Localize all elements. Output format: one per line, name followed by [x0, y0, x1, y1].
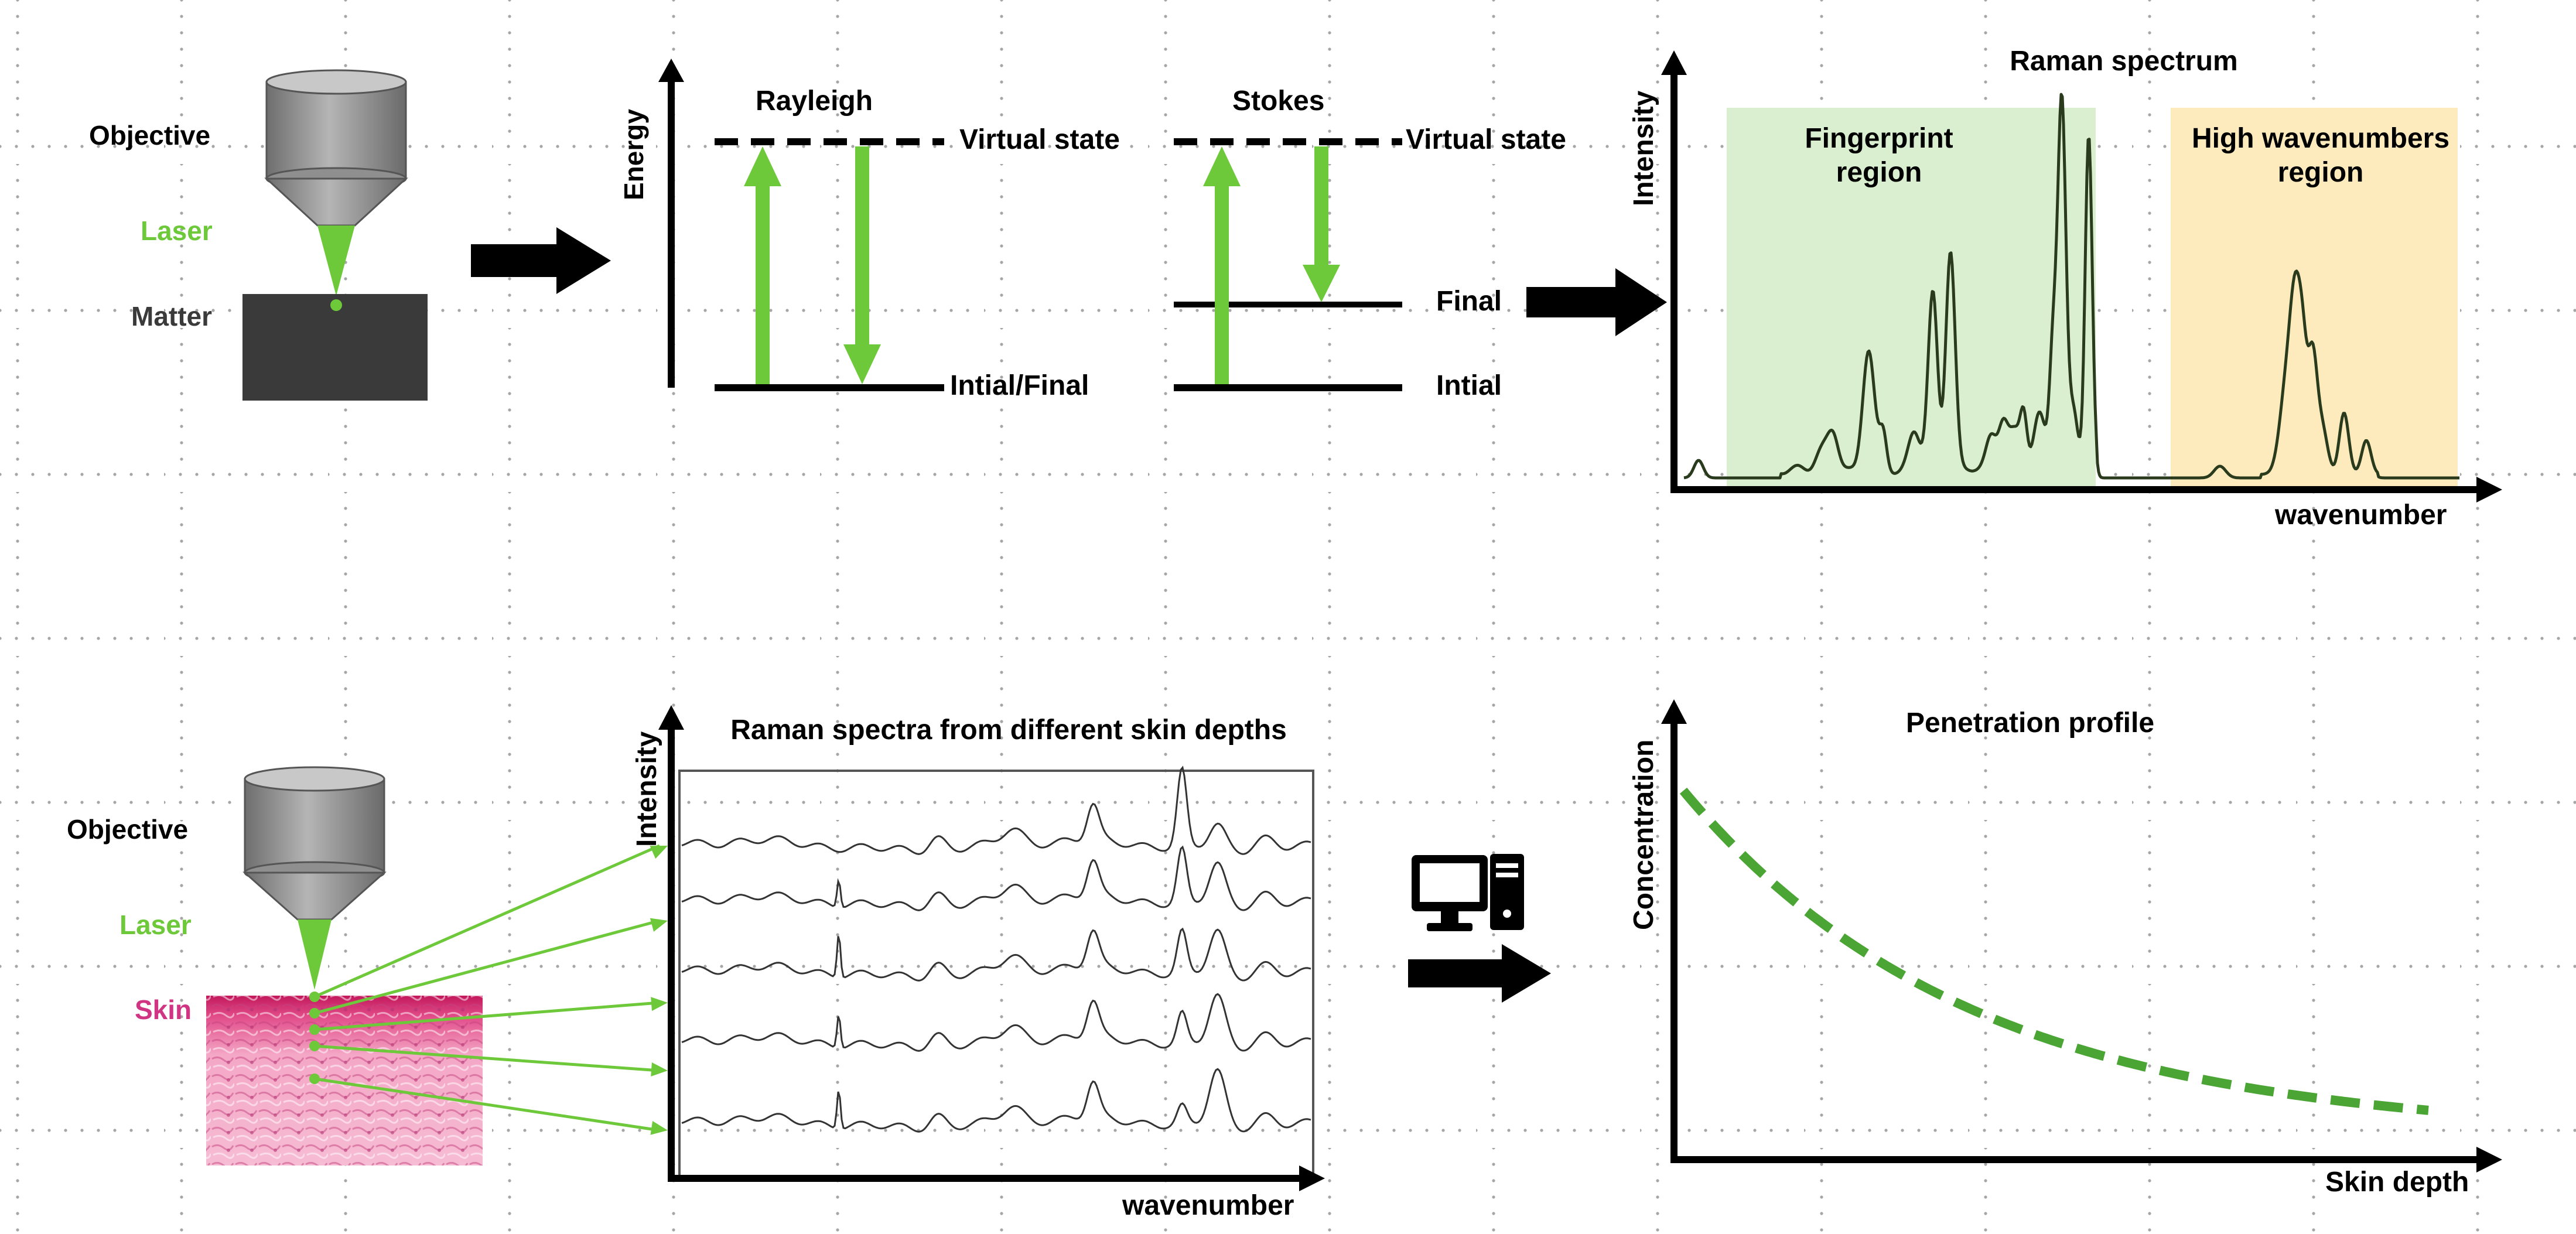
- flow-arrow: [471, 227, 611, 294]
- depth-spectra-traces: [681, 765, 1311, 1133]
- depth-arrow-head: [651, 1062, 668, 1076]
- depth-x-label: wavenumber: [1122, 1190, 1294, 1221]
- penetration-title: Penetration profile: [1906, 707, 2154, 739]
- rayleigh-up-arrow: [744, 146, 781, 384]
- concentration-curve: [1679, 787, 2429, 1115]
- high-wavenumber-region: [2171, 108, 2458, 488]
- stokes-up-arrow: [1203, 146, 1241, 384]
- stokes-initial-label: Intial: [1436, 370, 1502, 401]
- stokes-title: Stokes: [1232, 86, 1324, 117]
- flow-arrow: [1526, 268, 1667, 336]
- laser-label: Laser: [119, 910, 192, 940]
- depth-arrow: [314, 1077, 660, 1132]
- energy-axis-label: Energy: [619, 109, 649, 200]
- depth-spectrum-trace: [681, 993, 1311, 1052]
- depth-spectrum-trace: [681, 845, 1311, 911]
- fingerprint-label-line1: Fingerprint: [1805, 123, 1953, 154]
- profile-x-label: Skin depth: [2325, 1167, 2469, 1198]
- depth-arrow-head: [651, 997, 668, 1011]
- computer-icon: [1412, 854, 1524, 931]
- stokes-down-arrow: [1303, 146, 1340, 302]
- energy-diagram: Energy Rayleigh Virtual state Intial/Fin…: [619, 59, 1566, 401]
- bottom-objective-setup: Objective Laser Skin: [67, 766, 668, 1165]
- top-objective-setup: Objective Laser Matter: [89, 69, 428, 401]
- depth-spectra-title: Raman spectra from different skin depths: [730, 715, 1287, 746]
- raman-spectrum-trace: [1683, 93, 2460, 480]
- objective-lens-icon: [264, 69, 408, 227]
- depth-arrow-head: [650, 918, 668, 932]
- depth-spectrum-trace: [681, 1068, 1311, 1133]
- depth-arrow: [314, 1044, 660, 1072]
- laser-spot: [330, 299, 342, 311]
- rayleigh-ground-label: Intial/Final: [950, 370, 1089, 401]
- raman-spectrum-panel: Raman spectrum Fingerprint region High w…: [1628, 46, 2502, 531]
- highwn-label-line1: High wavenumbers: [2192, 123, 2449, 154]
- depth-arrows: [309, 844, 668, 1135]
- spectrum-y-label: Intensity: [1628, 90, 1659, 206]
- rayleigh-down-arrow: [843, 146, 881, 384]
- measurement-point: [309, 1074, 320, 1084]
- depth-arrow: [313, 844, 661, 999]
- laser-beam: [298, 919, 332, 990]
- depth-arrow-head: [650, 846, 668, 859]
- depth-spectra-panel: Raman spectra from different skin depths…: [631, 705, 1325, 1221]
- depth-y-label: Intensity: [631, 731, 662, 847]
- flow-arrow: [1408, 944, 1551, 1003]
- depth-arrow-head: [650, 1120, 668, 1135]
- depth-spectrum-trace: [681, 927, 1311, 982]
- rayleigh-title: Rayleigh: [756, 86, 873, 117]
- matter-block: [242, 294, 428, 401]
- spectrum-x-label: wavenumber: [2274, 500, 2447, 531]
- matter-label: Matter: [131, 301, 212, 331]
- objective-label: Objective: [67, 814, 188, 845]
- spectrum-title: Raman spectrum: [2010, 46, 2237, 77]
- stokes-final-label: Final: [1436, 286, 1502, 317]
- laser-beam: [317, 225, 355, 296]
- laser-label: Laser: [141, 216, 213, 246]
- rayleigh-virtual-label: Virtual state: [959, 124, 1120, 155]
- depth-arrow: [314, 1001, 660, 1031]
- fingerprint-label-line2: region: [1836, 157, 1922, 188]
- objective-label: Objective: [89, 120, 210, 151]
- depth-arrow: [314, 919, 660, 1015]
- stokes-virtual-label: Virtual state: [1406, 124, 1566, 155]
- highwn-label-line2: region: [2278, 157, 2364, 188]
- measurement-point: [309, 1024, 320, 1035]
- depth-spectrum-trace: [681, 765, 1311, 855]
- measurement-point: [309, 992, 320, 1002]
- measurement-point: [309, 1041, 320, 1051]
- penetration-profile-panel: Penetration profile Concentration Skin d…: [1628, 699, 2502, 1198]
- profile-y-label: Concentration: [1628, 740, 1659, 930]
- measurement-point: [309, 1008, 320, 1018]
- skin-label: Skin: [135, 994, 192, 1025]
- objective-lens-icon: [242, 766, 387, 921]
